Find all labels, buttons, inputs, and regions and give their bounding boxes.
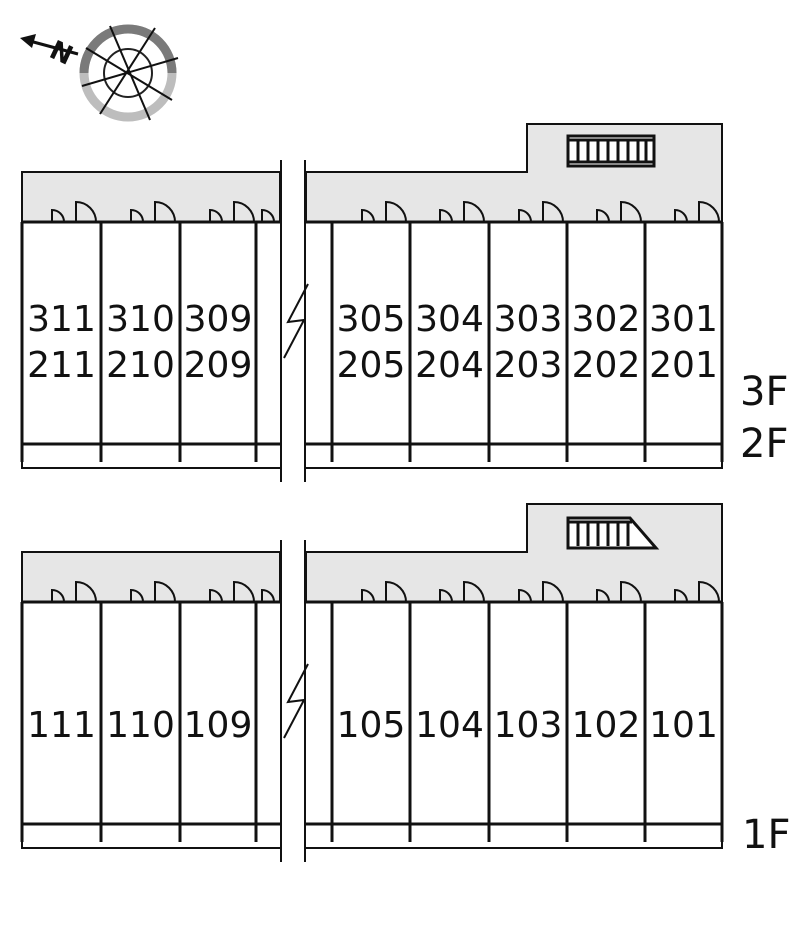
door-swing-icon [620,580,642,603]
door-swing-icon [261,208,275,223]
floor-label-3f: 3F [740,369,788,415]
room-unit: 111 [27,705,96,746]
room-number: 301 [649,299,718,340]
door-swing-icon [361,588,375,603]
door-swing-icon [130,588,144,603]
door-swing-icon [542,200,564,223]
room-number: 302 [572,299,641,340]
door-swing-icon [75,580,97,603]
door-swing-icon [385,580,407,603]
door-swing-icon [439,588,453,603]
room-number: 103 [494,705,563,746]
stairs-icon [566,516,660,550]
break-symbol-lower [280,540,309,862]
door-swing-icon [130,208,144,223]
room-unit: 102 [572,705,641,746]
lower-corridor-right [305,503,723,603]
stairs-icon [566,134,656,168]
room-number: 104 [415,705,484,746]
door-swing-icon [209,588,223,603]
floor-label-2f: 2F [740,421,788,467]
room-unit: 104 [415,705,484,746]
room-number: 305 [337,299,406,340]
door-swing-icon [261,588,275,603]
room-number: 210 [106,345,175,386]
compass-north-letter: N [45,35,77,71]
room-number: 309 [184,299,253,340]
room-number: 102 [572,705,641,746]
room-number: 101 [649,705,718,746]
room-number: 202 [572,345,641,386]
door-swing-icon [385,200,407,223]
room-number: 110 [106,705,175,746]
room-number: 304 [415,299,484,340]
door-swing-icon [674,588,688,603]
door-swing-icon [154,200,176,223]
room-number: 209 [184,345,253,386]
room-number: 310 [106,299,175,340]
door-swing-icon [620,200,642,223]
door-swing-icon [75,200,97,223]
room-unit: 103 [494,705,563,746]
break-symbol-upper [280,160,309,482]
upper-rooms: 3112113102103092093052053042043032033022… [20,200,724,462]
door-swing-icon [698,200,720,223]
door-swing-icon [698,580,720,603]
room-number: 105 [337,705,406,746]
upper-block: 3112113102103092093052053042043032033022… [20,123,788,469]
floor-label-1f: 1F [742,812,790,858]
door-swing-icon [439,208,453,223]
room-number: 204 [415,345,484,386]
room-number: 203 [494,345,563,386]
door-swing-icon [361,208,375,223]
room-unit: 109 [184,705,253,746]
room-number: 211 [27,345,96,386]
compass-rose-icon: N [20,24,179,122]
room-unit: 101 [649,705,718,746]
room-number: 109 [184,705,253,746]
door-swing-icon [463,580,485,603]
room-number: 303 [494,299,563,340]
door-swing-icon [209,208,223,223]
upper-corridor-right [305,123,723,223]
room-number: 201 [649,345,718,386]
door-swing-icon [233,200,255,223]
room-unit: 105 [337,705,406,746]
door-swing-icon [674,208,688,223]
door-swing-icon [542,580,564,603]
room-unit: 110 [106,705,175,746]
door-swing-icon [518,588,532,603]
room-number: 311 [27,299,96,340]
door-swing-icon [154,580,176,603]
door-swing-icon [233,580,255,603]
room-number: 205 [337,345,406,386]
door-swing-icon [518,208,532,223]
door-swing-icon [463,200,485,223]
door-swing-icon [596,208,610,223]
door-swing-icon [51,588,65,603]
door-swing-icon [596,588,610,603]
room-number: 111 [27,705,96,746]
door-swing-icon [51,208,65,223]
